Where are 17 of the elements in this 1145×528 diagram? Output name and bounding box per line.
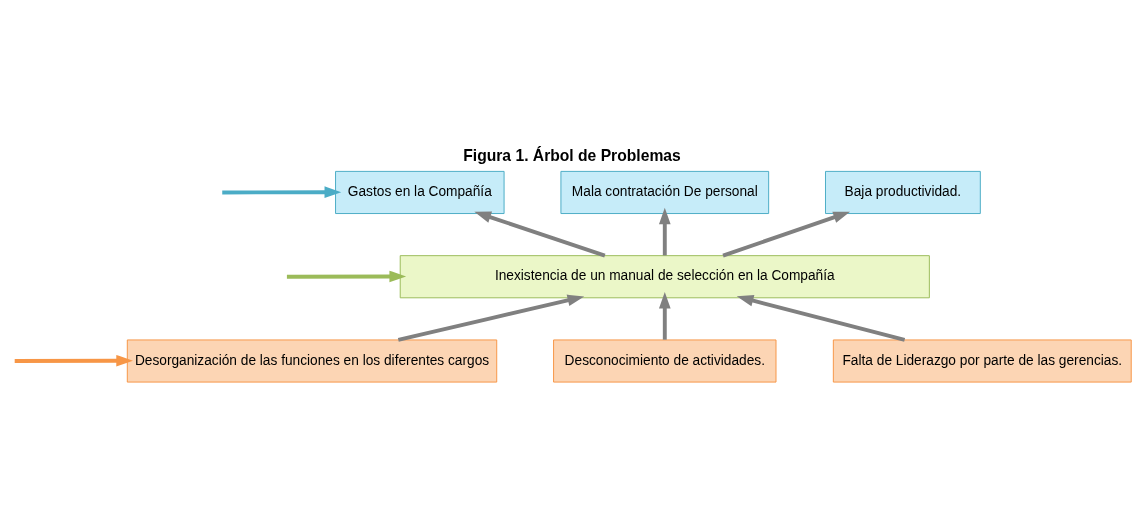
arrow [658,207,671,256]
arrow [14,354,133,367]
arrow [658,291,671,340]
arrow [222,186,342,199]
node-box: Gastos en la Compañía [335,170,505,214]
diagram-title: Figura 1. Árbol de Problemas [463,147,681,165]
arrow [722,211,851,258]
node-box: Baja productividad. [825,170,981,214]
node-box: Inexistencia de un manual de selección en la Compañía [399,255,930,299]
arrow [397,294,585,342]
node-box: Desorganización de las funciones en los diferentes cargos [126,339,498,383]
node-box: Falta de Liderazgo por parte de las gerencias. [832,339,1132,383]
arrow [474,211,606,258]
node-box: Desconocimiento de actividades. [553,339,777,383]
node-box: Mala contratación De personal [560,170,770,214]
arrow [736,294,906,342]
arrow [286,270,407,283]
